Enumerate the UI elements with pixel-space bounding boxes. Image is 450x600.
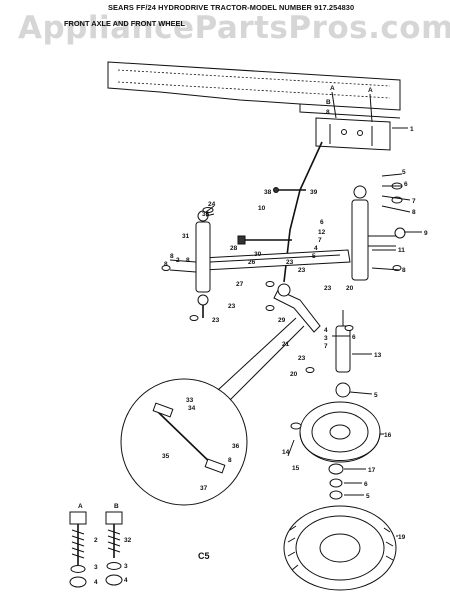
callout-n34: 34: [188, 405, 196, 412]
callout-labels: A A B 8 1 5 6 7 8 9 11 8 38 39 10 24 36 …: [78, 85, 428, 586]
callout-n8-e: 8: [186, 257, 190, 264]
callout-n23-c: 23: [228, 303, 236, 310]
detail-circle: [120, 317, 305, 506]
part-1-bracket[interactable]: [315, 117, 391, 151]
callout-n23-e: 23: [298, 355, 306, 362]
hardware-group-a[interactable]: [69, 511, 87, 588]
callout-n28: 28: [230, 245, 238, 252]
callout-n7-a: 7: [412, 198, 416, 205]
callout-n4-a: 4: [314, 245, 318, 252]
callout-n4-d: 4: [124, 577, 128, 584]
callout-n22: 23: [298, 267, 306, 274]
right-spindle-assembly[interactable]: [351, 185, 406, 281]
callout-n33: 33: [186, 397, 194, 404]
callout-n21: 21: [282, 341, 290, 348]
callout-n3-b: 3: [94, 564, 98, 571]
callout-n14: 14: [282, 449, 290, 456]
callout-n8-a: 8: [326, 109, 330, 116]
callout-B-2: B: [114, 503, 119, 510]
callout-n8-f: 8: [228, 457, 232, 464]
callout-n5-c: 5: [374, 392, 378, 399]
diagram-subtitle: FRONT AXLE AND FRONT WHEEL: [64, 19, 185, 28]
callout-n12: 12: [318, 229, 326, 236]
callout-n20-b: 20: [290, 371, 298, 378]
tie-rod-13[interactable]: [335, 310, 351, 398]
callout-n23-d: 23: [212, 317, 220, 324]
callout-n4-b: 4: [324, 327, 328, 334]
callout-n23-a: 23: [286, 259, 294, 266]
steering-arm[interactable]: [273, 283, 321, 333]
callout-n5-b: 5: [312, 253, 316, 260]
callout-n24: 24: [208, 201, 216, 208]
callout-n7-c: 7: [324, 343, 328, 350]
bolt-10[interactable]: [237, 235, 292, 245]
watermark: AppliancePartsPros.com: [18, 10, 450, 46]
callout-n20-a: 20: [346, 285, 354, 292]
callout-n8-b: 8: [412, 209, 416, 216]
callout-B-1: B: [326, 99, 331, 106]
callout-n32: 32: [124, 537, 132, 544]
wheel-rim-16[interactable]: [299, 401, 381, 463]
bearing-stack[interactable]: [328, 463, 344, 500]
callout-n17: 17: [368, 467, 376, 474]
callout-n6-c: 6: [352, 334, 356, 341]
page-code: C5: [198, 551, 210, 561]
callout-n3-a: 3: [324, 335, 328, 342]
callout-n2-a: 2: [176, 257, 180, 264]
callout-n31: 31: [182, 233, 190, 240]
small-hardware[interactable]: [161, 182, 403, 457]
callout-A-1: A: [330, 85, 335, 92]
tire-19[interactable]: [283, 505, 397, 591]
hardware-group-b[interactable]: [105, 511, 123, 586]
callout-n13: 13: [374, 352, 382, 359]
callout-n6-d: 6: [364, 481, 368, 488]
callout-n9: 9: [424, 230, 428, 237]
callout-n35: 35: [162, 453, 170, 460]
callout-n4-c: 4: [94, 579, 98, 586]
callout-n5-a: 5: [402, 169, 406, 176]
callout-n2-b: 2: [94, 537, 98, 544]
callout-A-2: A: [368, 87, 373, 94]
callout-n8-c: 8: [402, 267, 406, 274]
callout-n26: 26: [248, 259, 256, 266]
callout-n8-d: 8: [170, 253, 174, 260]
callout-n3-c: 3: [124, 563, 128, 570]
callout-n37: 37: [200, 485, 208, 492]
callout-n36-a: 36: [202, 211, 210, 218]
callout-n15: 15: [292, 465, 300, 472]
callout-n19: 19: [398, 534, 406, 541]
leader-lines: [205, 91, 422, 537]
callout-n6-a: 6: [404, 181, 408, 188]
left-spindle-assembly[interactable]: [169, 210, 211, 318]
callout-n16: 16: [384, 432, 392, 439]
callout-n30: 30: [254, 251, 262, 258]
callout-n11: 11: [398, 247, 405, 254]
callout-n5-d: 5: [366, 493, 370, 500]
callout-n36-b: 36: [232, 443, 240, 450]
callout-n27: 27: [236, 281, 244, 288]
callout-n18: 8: [164, 261, 168, 268]
frame-rail: [107, 61, 401, 119]
callout-n29: 29: [278, 317, 286, 324]
callout-n38: 38: [264, 189, 272, 196]
callout-n6-b: 6: [320, 219, 324, 226]
bolt-38[interactable]: [273, 187, 307, 193]
callout-n39: 39: [310, 189, 318, 196]
callout-A-3: A: [78, 503, 83, 510]
callout-n23-b: 23: [324, 285, 332, 292]
front-axle-beam[interactable]: [201, 249, 351, 271]
callout-n10: 10: [258, 205, 266, 212]
callout-n7-b: 7: [318, 237, 322, 244]
diagram-title: SEARS FF/24 HYDRODRIVE TRACTOR-MODEL NUM…: [108, 3, 355, 12]
callout-n1: 1: [410, 126, 414, 133]
